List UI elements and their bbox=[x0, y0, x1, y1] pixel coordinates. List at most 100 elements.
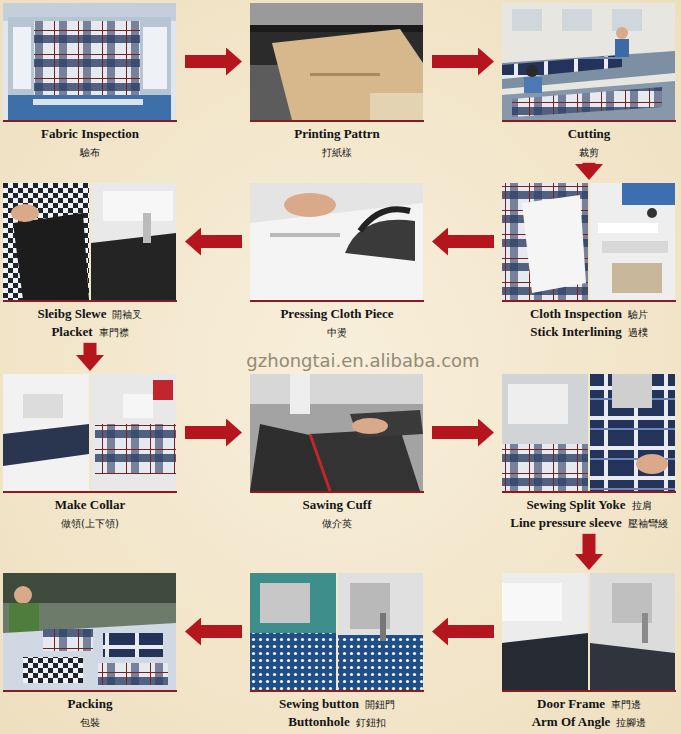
step-label: Door Frame bbox=[537, 697, 605, 712]
button-photo-part bbox=[260, 583, 310, 623]
yoke-photo bbox=[502, 374, 675, 491]
collar-photo-part bbox=[95, 424, 176, 474]
step-label: Sewing button bbox=[279, 697, 359, 712]
packing-photo-part bbox=[3, 573, 176, 603]
cloth-inspection-photo-part bbox=[522, 195, 586, 293]
chinese-label: 做領(上下領) bbox=[61, 518, 119, 529]
flow-arrow bbox=[432, 426, 478, 439]
process-step: Pressing Cloth Piece中燙 bbox=[250, 183, 424, 340]
cuff-photo-part bbox=[310, 429, 420, 491]
flow-arrow bbox=[185, 55, 226, 68]
step-label: Line pressure sleeve bbox=[510, 516, 621, 531]
cloth-inspection-photo-part bbox=[598, 223, 658, 233]
yoke-photo-part bbox=[502, 444, 588, 491]
packing-photo-part bbox=[14, 586, 32, 604]
pressing-photo bbox=[250, 183, 423, 300]
pressing-photo-part bbox=[250, 183, 423, 300]
photo-frame bbox=[250, 3, 424, 120]
cutting-room-photo-part bbox=[612, 9, 642, 31]
collar-photo-part bbox=[91, 374, 176, 491]
pressing-photo-part bbox=[284, 193, 336, 217]
caption-line: 包裝 bbox=[3, 712, 177, 730]
packing-photo-part bbox=[3, 623, 176, 690]
packing-photo-part bbox=[9, 603, 39, 633]
process-step: Packing包裝 bbox=[3, 573, 177, 730]
cuff-photo-part bbox=[250, 374, 423, 404]
cutting-room-photo-part bbox=[526, 65, 538, 77]
cutting-room-photo-part bbox=[562, 9, 592, 31]
caption-line: Sewing Split Yoke拉肩 bbox=[502, 495, 676, 513]
collar-photo-part bbox=[23, 394, 63, 418]
plotter-photo bbox=[250, 3, 423, 120]
chinese-label: 開袖叉 bbox=[112, 309, 142, 320]
chinese-label: 拉肩 bbox=[632, 500, 652, 511]
chinese-label: 拉腳邊 bbox=[616, 717, 646, 728]
button-photo-part bbox=[338, 573, 423, 690]
caption-line: Cutting bbox=[502, 124, 676, 142]
cutting-room-photo-part bbox=[502, 55, 622, 79]
chinese-label: 裁剪 bbox=[579, 147, 599, 158]
photo-frame bbox=[3, 3, 177, 120]
chinese-label: 車門襟 bbox=[99, 327, 129, 338]
sleeve-placket-photo-part bbox=[13, 213, 89, 300]
sleeve-placket-photo-part bbox=[143, 213, 151, 243]
plotter-photo-part bbox=[272, 29, 423, 120]
caption-line: Sawing Cuff bbox=[250, 495, 424, 513]
flow-arrow bbox=[448, 235, 494, 248]
step-label: Placket bbox=[51, 325, 92, 340]
door-frame-photo-part bbox=[502, 583, 562, 621]
caption-line: Buttonhole釘鈕扣 bbox=[250, 712, 424, 730]
caption-line: Pressing Cloth Piece bbox=[250, 304, 424, 322]
photo-frame bbox=[502, 3, 676, 120]
collar-photo bbox=[3, 374, 176, 491]
cloth-inspection-photo-part bbox=[590, 183, 675, 300]
caption-line: Fabric Inspection bbox=[3, 124, 177, 142]
caption-line: Arm Of Angle拉腳邊 bbox=[502, 712, 676, 730]
process-step: Cloth Inspection 驗片 Stick Interlining 過樸 bbox=[502, 183, 676, 340]
plotter-photo-part bbox=[250, 3, 423, 27]
packing-photo-part bbox=[3, 573, 176, 690]
cuff-photo-part bbox=[310, 434, 330, 491]
packing-photo-part bbox=[103, 633, 163, 657]
step-label: Fabric Inspection bbox=[41, 127, 139, 142]
photo-frame bbox=[502, 573, 676, 690]
step-caption: Sleibg Slewe開袖叉Placket車門襟 bbox=[3, 300, 177, 340]
fabric-inspection-photo-part bbox=[33, 99, 143, 105]
caption-line: Printing Pattrn bbox=[250, 124, 424, 142]
yoke-photo-part bbox=[612, 374, 652, 408]
sleeve-placket-photo-part bbox=[3, 183, 89, 300]
caption-line: Placket 車門襟 bbox=[3, 322, 177, 340]
cutting-room-photo-part bbox=[512, 9, 542, 31]
step-caption: Cutting 裁剪 bbox=[502, 120, 676, 160]
watermark: gzhongtai.en.alibaba.com bbox=[228, 350, 498, 371]
door-frame-photo-part bbox=[502, 573, 588, 690]
cutting-room-photo-part bbox=[524, 77, 542, 93]
flow-arrow bbox=[432, 55, 478, 68]
plotter-photo-part bbox=[370, 93, 423, 120]
step-caption: Sewing Split Yoke拉肩Line pressure sleeve壓… bbox=[502, 491, 676, 531]
step-label: Sawing Cuff bbox=[303, 498, 372, 513]
packing-photo-part bbox=[98, 663, 168, 685]
button-photo-part bbox=[250, 633, 336, 690]
chinese-label: 過樸 bbox=[628, 327, 648, 338]
chinese-label: 驗片 bbox=[628, 309, 648, 320]
step-label: Cloth Inspection bbox=[530, 307, 622, 322]
photo-frame bbox=[250, 573, 424, 690]
collar-photo-part bbox=[3, 374, 89, 491]
photo-frame bbox=[3, 374, 177, 491]
cloth-inspection-photo bbox=[502, 183, 675, 300]
caption-line: Door Frame車門邊 bbox=[502, 694, 676, 712]
step-label: Printing Pattrn bbox=[294, 127, 380, 142]
packing-photo bbox=[3, 573, 176, 690]
step-label: Stick Interlining bbox=[530, 325, 621, 340]
door-frame-photo-part bbox=[590, 573, 675, 690]
cutting-room-photo-part bbox=[616, 27, 628, 39]
flow-arrow bbox=[185, 426, 226, 439]
cuff-photo-part bbox=[250, 374, 423, 491]
step-label: Make Collar bbox=[55, 498, 125, 513]
caption-line: Cloth Inspection 驗片 bbox=[502, 304, 676, 322]
yoke-photo-part bbox=[590, 374, 675, 491]
door-frame-photo-part bbox=[502, 633, 588, 690]
